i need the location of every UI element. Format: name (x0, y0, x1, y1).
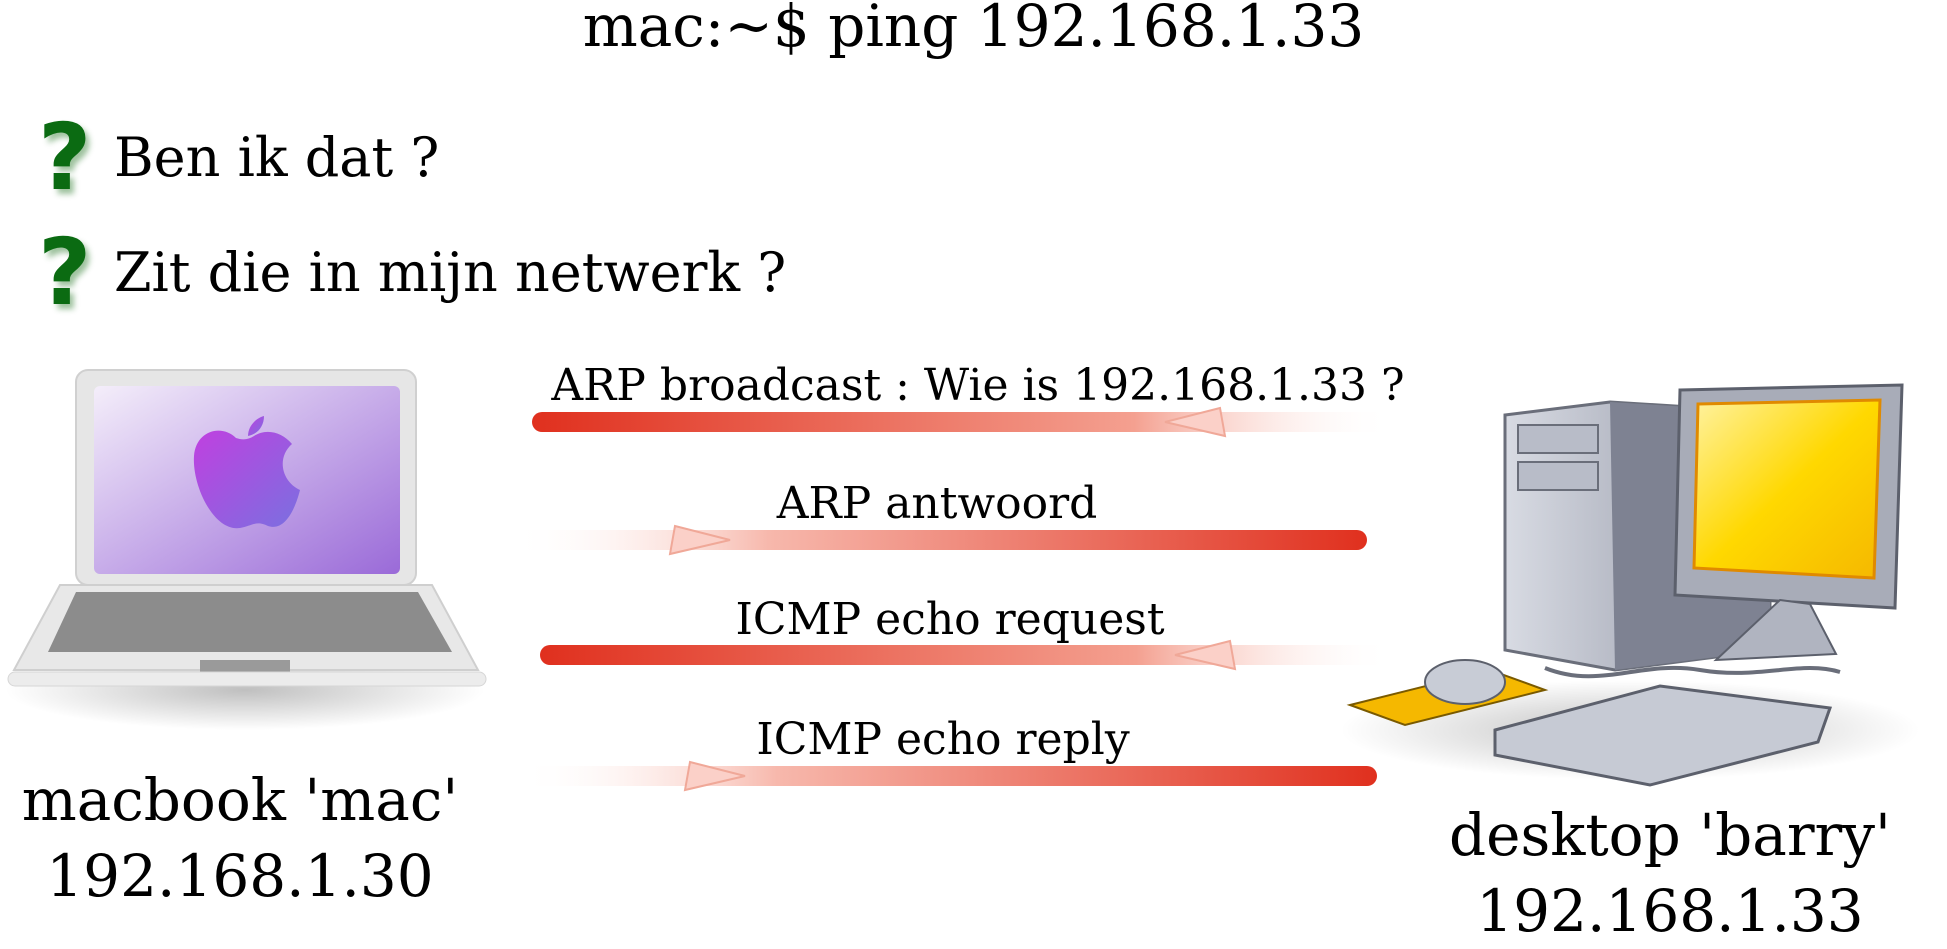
question-mark-icon: ? (38, 218, 92, 326)
laptop-icon (5, 369, 487, 730)
desktop-computer-icon (1340, 383, 1920, 787)
host-name: macbook 'mac' (21, 766, 459, 834)
ping-command: mac:~$ ping 192.168.1.33 (582, 0, 1365, 60)
message-arrow-3 (540, 639, 1392, 671)
message-arrow-4 (520, 760, 1377, 792)
host-ip: 192.168.1.30 (46, 842, 434, 910)
question-row-1: ? Ben ik dat ? (38, 110, 439, 205)
message-label: ARP broadcast : Wie is 192.168.1.33 ? (551, 360, 1405, 411)
left-host-label: macbook 'mac' 192.168.1.30 (0, 762, 480, 914)
host-ip: 192.168.1.33 (1476, 877, 1864, 945)
host-name: desktop 'barry' (1449, 801, 1891, 869)
right-host-label: desktop 'barry' 192.168.1.33 (1430, 797, 1910, 949)
question-row-2: ? Zit die in mijn netwerk ? (38, 225, 786, 320)
message-label: ARP antwoord (776, 478, 1098, 529)
question-text: Ben ik dat ? (114, 126, 440, 189)
question-mark-icon: ? (38, 103, 92, 211)
question-text: Zit die in mijn netwerk ? (114, 241, 787, 304)
message-label: ICMP echo reply (756, 714, 1130, 765)
message-arrow-1 (532, 406, 1392, 438)
message-arrow-2 (512, 524, 1367, 556)
message-label: ICMP echo request (735, 594, 1165, 645)
